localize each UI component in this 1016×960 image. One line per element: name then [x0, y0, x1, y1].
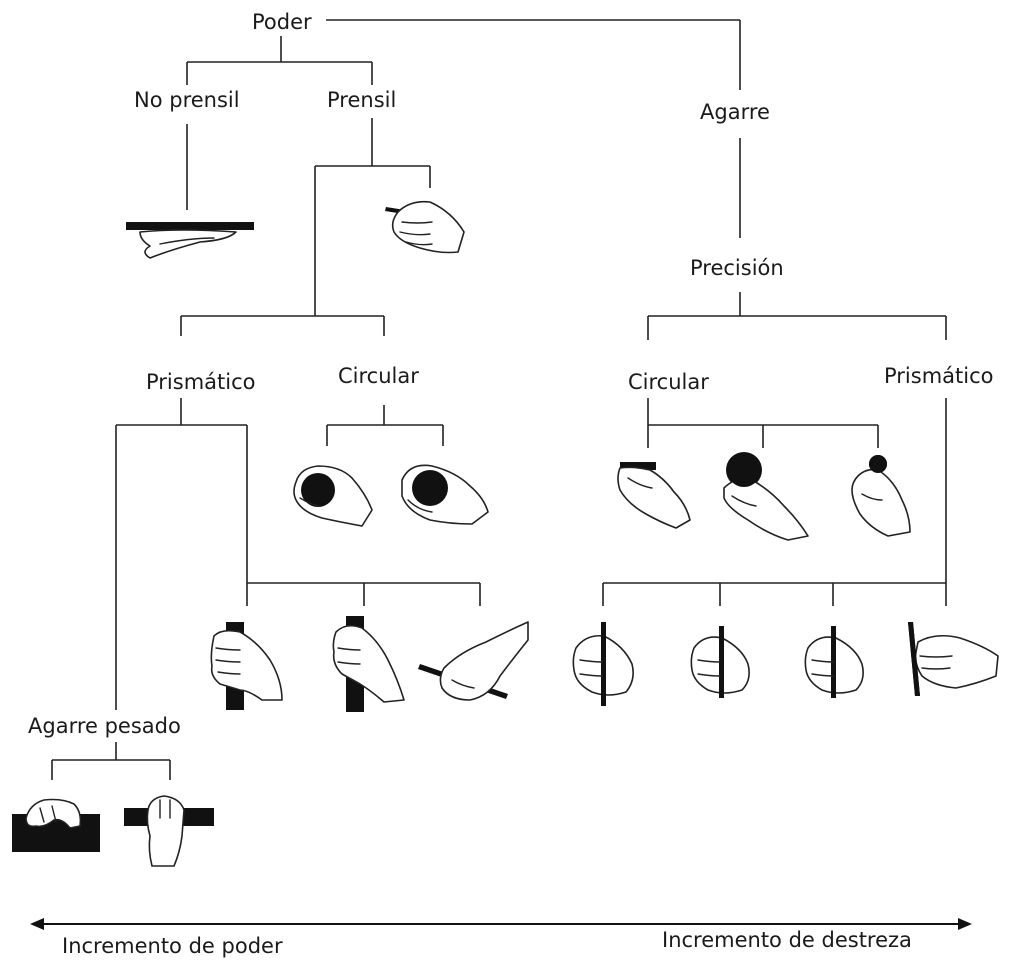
precision-circular-grasp-3-illustration: [852, 455, 910, 536]
label-prismatico-precision: Prismático: [884, 364, 994, 388]
label-circular-power: Circular: [338, 364, 419, 388]
label-prismatico-power: Prismático: [146, 370, 256, 394]
precision-circular-grasp-1-illustration: [618, 462, 690, 528]
axis-label-increment-dexterity: Incremento de destreza: [662, 928, 912, 952]
label-circular-precision: Circular: [628, 370, 709, 394]
power-circular-grasp-2-illustration: [402, 465, 488, 524]
non-prehensile-hand-illustration: [126, 222, 254, 258]
label-no-prensil: No prensil: [134, 88, 240, 112]
arrow-left-icon: [30, 918, 44, 930]
power-prismatic-grasp-1-illustration: [211, 622, 282, 710]
arrow-right-icon: [958, 918, 972, 930]
precision-circular-grasp-2-illustration: [724, 452, 808, 540]
axis-label-increment-power: Incremento de poder: [62, 934, 283, 958]
label-precision: Precisión: [690, 256, 784, 280]
heavy-grasp-1-illustration: [12, 800, 100, 853]
label-poder: Poder: [252, 10, 312, 34]
power-prismatic-grasp-2-illustration: [333, 616, 404, 712]
power-prismatic-grasp-3-illustration: [418, 622, 528, 700]
heavy-grasp-2-illustration: [124, 796, 214, 866]
label-agarre-pesado: Agarre pesado: [28, 714, 181, 738]
prehensile-hand-illustration: [385, 202, 464, 253]
precision-prismatic-grasp-2-illustration: [691, 626, 749, 698]
precision-prismatic-grasp-1-illustration: [573, 622, 633, 706]
power-circular-grasp-1-illustration: [294, 466, 372, 526]
precision-prismatic-grasp-3-illustration: [805, 626, 863, 698]
label-prensil: Prensil: [327, 88, 396, 112]
precision-prismatic-grasp-4-illustration: [908, 622, 998, 696]
label-agarre: Agarre: [700, 100, 770, 124]
